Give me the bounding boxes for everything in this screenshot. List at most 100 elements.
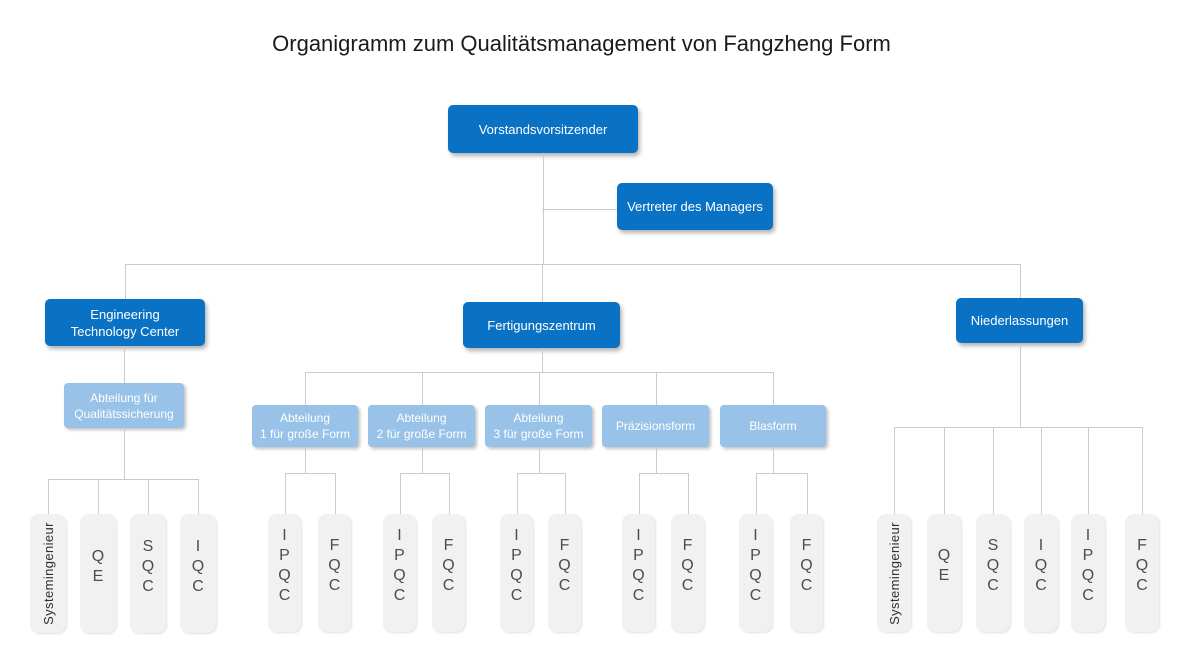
connector-line — [656, 372, 657, 405]
org-node-label: I P Q C — [510, 527, 523, 604]
connector-line — [335, 473, 336, 514]
org-node-label: F Q C — [558, 537, 571, 594]
org-node-label: S Q C — [141, 537, 155, 595]
org-node-label: F Q C — [681, 537, 694, 594]
connector-line — [98, 479, 99, 514]
org-node-label: Abteilung 2 für große Form — [376, 411, 467, 441]
connector-line — [1020, 264, 1021, 298]
org-node-label: Q E — [937, 547, 951, 584]
org-node-vertreter: Vertreter des Managers — [617, 183, 773, 230]
connector-line — [542, 264, 543, 302]
org-node-label: S Q C — [986, 537, 1000, 594]
connector-line — [1142, 427, 1143, 514]
connector-line — [539, 447, 540, 473]
org-node-abt2_fqc: F Q C — [432, 514, 465, 632]
org-node-label: Engineering Technology Center — [70, 306, 180, 339]
org-node-label: Fertigungszentrum — [487, 317, 596, 333]
org-node-label: Abteilung 3 für große Form — [493, 411, 584, 441]
org-node-praez_fqc: F Q C — [671, 514, 704, 632]
org-node-qs_sys: Systemingenieur — [30, 514, 66, 633]
connector-line — [542, 209, 617, 210]
org-node-qs: Abteilung für Qualitätssicherung — [64, 383, 184, 428]
org-node-label: Systemingenieur — [40, 522, 56, 625]
connector-line — [148, 479, 149, 514]
org-node-praez: Präzisionsform — [602, 405, 709, 447]
org-node-etc: Engineering Technology Center — [45, 299, 205, 346]
org-node-nd_qe: Q E — [927, 514, 961, 632]
org-node-nieder: Niederlassungen — [956, 298, 1083, 343]
org-node-label: Q E — [91, 547, 105, 585]
connector-line — [639, 473, 640, 514]
connector-line — [400, 473, 449, 474]
connector-line — [48, 479, 198, 480]
org-node-nd_ipqc: I P Q C — [1071, 514, 1105, 632]
org-node-label: Blasform — [749, 419, 797, 433]
org-node-label: F Q C — [1135, 537, 1149, 594]
org-node-label: I P Q C — [278, 527, 291, 604]
org-node-vorstand: Vorstandsvorsitzender — [448, 105, 638, 153]
connector-line — [894, 427, 895, 514]
connector-line — [773, 447, 774, 473]
org-node-blas_ipqc: I P Q C — [739, 514, 772, 632]
connector-line — [517, 473, 565, 474]
connector-line — [285, 473, 335, 474]
org-node-abt2_ipqc: I P Q C — [383, 514, 416, 632]
org-node-blas: Blasform — [720, 405, 826, 447]
org-node-blas_fqc: F Q C — [790, 514, 823, 632]
org-node-qs_qe: Q E — [80, 514, 116, 633]
connector-line — [124, 346, 125, 383]
connector-line — [993, 427, 994, 514]
connector-line — [1088, 427, 1089, 514]
connector-line — [542, 348, 543, 372]
org-node-nd_iqc: I Q C — [1024, 514, 1058, 632]
connector-line — [894, 427, 1142, 428]
org-node-label: I P Q C — [1081, 527, 1095, 604]
connector-line — [125, 264, 126, 299]
connector-line — [422, 447, 423, 473]
connector-line — [944, 427, 945, 514]
org-node-label: I Q C — [1034, 537, 1048, 594]
org-node-label: Präzisionsform — [615, 419, 696, 433]
connector-line — [656, 447, 657, 473]
connector-line — [1020, 343, 1021, 427]
connector-line — [125, 264, 1020, 265]
connector-line — [756, 473, 757, 514]
connector-line — [305, 447, 306, 473]
org-node-label: Vertreter des Managers — [627, 199, 763, 214]
org-node-label: F Q C — [800, 537, 813, 594]
connector-line — [639, 473, 688, 474]
org-node-nd_sys: Systemingenieur — [877, 514, 911, 632]
org-node-nd_sqc: S Q C — [976, 514, 1010, 632]
org-node-label: I P Q C — [749, 527, 762, 604]
connector-line — [285, 473, 286, 514]
org-node-abt2: Abteilung 2 für große Form — [368, 405, 475, 447]
connector-line — [1041, 427, 1042, 514]
org-node-label: Niederlassungen — [970, 313, 1069, 328]
org-node-nd_fqc: F Q C — [1125, 514, 1159, 632]
org-node-label: I Q C — [191, 537, 205, 595]
connector-line — [756, 473, 807, 474]
chart-title: Organigramm zum Qualitätsmanagement von … — [272, 31, 891, 56]
org-node-abt1_fqc: F Q C — [318, 514, 351, 632]
connector-line — [807, 473, 808, 514]
org-node-abt1_ipqc: I P Q C — [268, 514, 301, 632]
org-node-fertigung: Fertigungszentrum — [463, 302, 620, 348]
connector-line — [400, 473, 401, 514]
connector-line — [539, 372, 540, 405]
org-node-qs_sqc: S Q C — [130, 514, 166, 633]
org-node-label: Abteilung für Qualitätssicherung — [74, 390, 174, 421]
connector-line — [517, 473, 518, 514]
org-node-praez_ipqc: I P Q C — [622, 514, 655, 632]
connector-line — [688, 473, 689, 514]
org-node-label: F Q C — [442, 537, 455, 594]
connector-line — [305, 372, 306, 405]
org-node-label: Systemingenieur — [886, 521, 902, 625]
org-node-abt3_fqc: F Q C — [548, 514, 581, 632]
connector-line — [422, 372, 423, 405]
connector-line — [773, 372, 774, 405]
connector-line — [48, 479, 49, 514]
org-node-label: Abteilung 1 für große Form — [259, 411, 351, 441]
org-node-label: I P Q C — [393, 527, 406, 604]
connector-line — [124, 428, 125, 479]
